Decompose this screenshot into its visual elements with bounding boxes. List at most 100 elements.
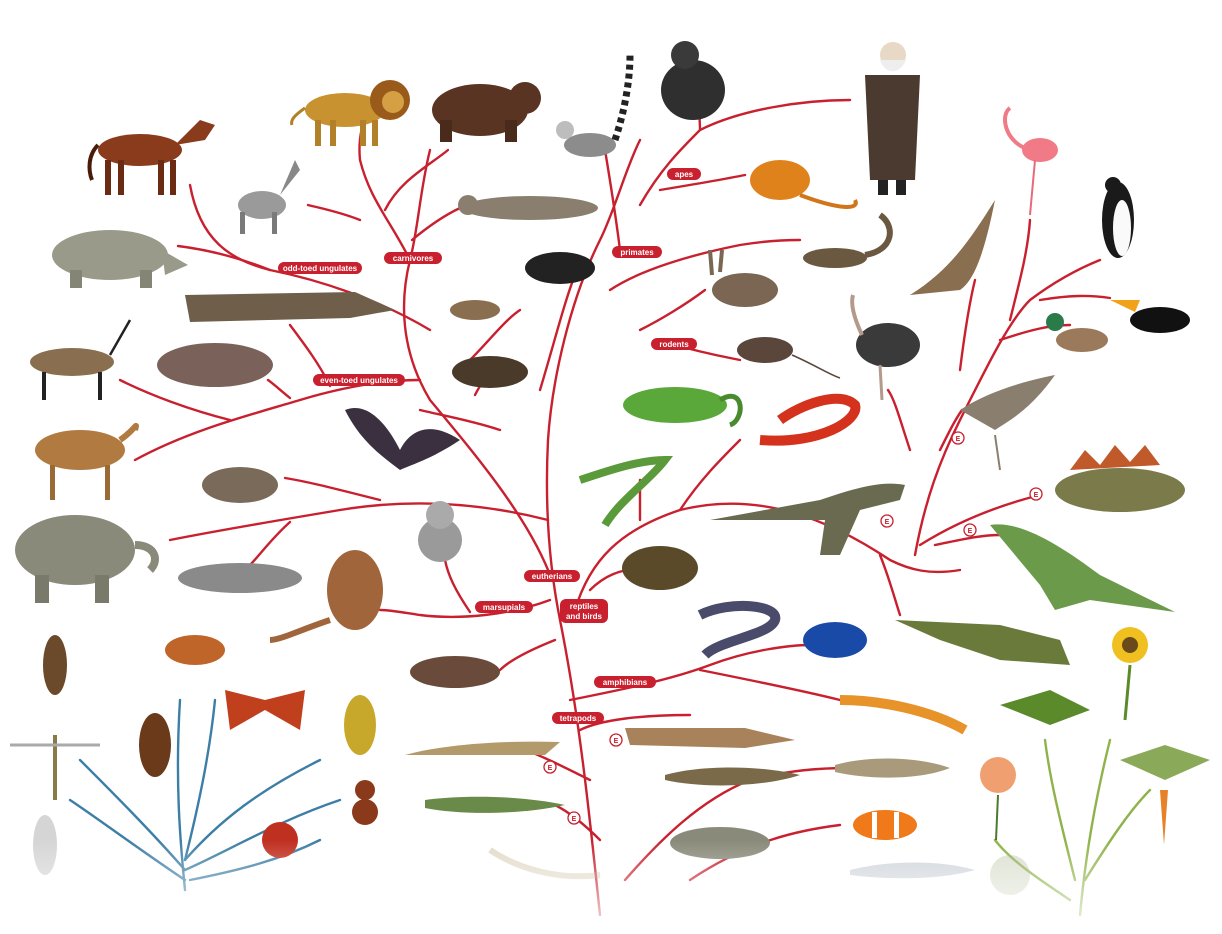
ring-tailed-lemur-illustration xyxy=(556,55,630,157)
label-primates: primates xyxy=(612,246,662,258)
rabbit-branch xyxy=(640,290,705,330)
extinction-marker: E xyxy=(964,524,976,536)
carrot-illustration xyxy=(1160,790,1168,845)
wolf-illustration xyxy=(238,160,300,234)
trout-illustration xyxy=(835,759,950,778)
svg-text:and birds: and birds xyxy=(566,612,603,621)
kangaroo-illustration xyxy=(270,550,383,640)
brown-bear-illustration xyxy=(432,82,541,142)
coral-snake-illustration xyxy=(760,399,855,441)
aardvark-illustration xyxy=(202,467,278,503)
svg-text:odd-toed ungulates: odd-toed ungulates xyxy=(283,264,358,273)
cockroach-illustration xyxy=(139,713,171,777)
butterfly-illustration xyxy=(225,690,305,730)
svg-text:E: E xyxy=(614,738,619,745)
tyrannosaurus-illustration xyxy=(710,484,905,555)
ostrich-illustration xyxy=(852,295,920,400)
fruit-fly-illustration xyxy=(165,635,225,665)
flamingo-illustration xyxy=(1005,108,1058,215)
label-apes: apes xyxy=(667,168,701,180)
pike-fish-illustration xyxy=(425,797,565,813)
organisms xyxy=(10,41,1210,895)
horse-illustration xyxy=(90,120,215,195)
svg-text:E: E xyxy=(548,765,553,772)
seal-illustration xyxy=(458,195,598,220)
hedgehog-illustration xyxy=(452,356,528,388)
rose-illustration xyxy=(980,757,1016,840)
label-eutherians: eutherians xyxy=(524,570,580,582)
lion-illustration xyxy=(292,80,410,146)
tortoise-illustration xyxy=(622,546,698,590)
eagle-illustration xyxy=(910,200,995,295)
svg-text:primates: primates xyxy=(620,248,654,257)
sunflower-illustration xyxy=(1112,627,1148,720)
extinction-marker: E xyxy=(881,515,893,527)
flamingo-branch xyxy=(1010,220,1030,320)
fern-illustration xyxy=(1120,745,1210,780)
svg-text:E: E xyxy=(885,519,890,526)
elephant-illustration xyxy=(15,515,155,603)
iguana-illustration xyxy=(623,387,740,425)
svg-text:E: E xyxy=(956,436,961,443)
primates-branch xyxy=(605,150,620,250)
insect-mid-branch xyxy=(185,700,215,860)
label-marsupials: marsupials xyxy=(475,601,533,613)
svg-text:marsupials: marsupials xyxy=(483,603,526,612)
aardvark-branch xyxy=(285,478,380,500)
lizard-illustration xyxy=(580,460,665,525)
svg-text:reptiles: reptiles xyxy=(570,602,599,611)
platypus-branch xyxy=(500,640,555,670)
toucan-illustration xyxy=(1110,300,1190,333)
label-even-toed-ungulates: even-toed ungulates xyxy=(313,374,405,386)
rat-illustration xyxy=(737,337,840,378)
bat-illustration xyxy=(345,408,460,470)
label-amphibians: amphibians xyxy=(594,676,656,688)
clownfish-illustration xyxy=(853,810,917,840)
rabbit-illustration xyxy=(710,250,778,307)
koala-branch xyxy=(445,560,470,612)
extinction-marker: E xyxy=(1030,488,1042,500)
penguin-illustration xyxy=(1102,177,1134,258)
svg-text:tetrapods: tetrapods xyxy=(560,714,597,723)
platypus-illustration xyxy=(410,656,500,688)
svg-text:E: E xyxy=(572,816,577,823)
stegosaurus-illustration xyxy=(1055,445,1185,512)
extinction-marker: E xyxy=(568,812,580,824)
svg-text:even-toed ungulates: even-toed ungulates xyxy=(320,376,398,385)
camel-illustration xyxy=(35,426,136,500)
svg-text:E: E xyxy=(968,528,973,535)
svg-text:amphibians: amphibians xyxy=(603,678,648,687)
cannabis-illustration xyxy=(1000,690,1090,725)
ostrich-branch xyxy=(888,390,910,450)
shrew-illustration xyxy=(450,300,500,320)
extinction-marker: E xyxy=(610,734,622,746)
crocodile-illustration xyxy=(895,620,1070,665)
manatee-branch xyxy=(250,522,290,565)
label-reptiles-and-birds: reptiles and birds xyxy=(560,599,608,623)
hippo-branch xyxy=(268,380,290,398)
afrotheria-branch xyxy=(170,503,548,540)
extinction-marker: E xyxy=(544,761,556,773)
poison-dart-frog-illustration xyxy=(803,622,867,658)
iguanodon-branch xyxy=(935,535,1000,545)
duck-illustration xyxy=(1046,313,1108,352)
svg-text:apes: apes xyxy=(675,170,694,179)
manatee-illustration xyxy=(178,563,302,593)
large-fish-illustration xyxy=(665,768,800,786)
iguana-snake-branch xyxy=(680,440,740,510)
rhinoceros-illustration xyxy=(52,230,188,288)
bottom-fade-overlay xyxy=(0,840,1222,929)
salamander-branch xyxy=(700,670,840,700)
extinction-marker: E xyxy=(952,432,964,444)
svg-text:carnivores: carnivores xyxy=(393,254,434,263)
label-tetrapods: tetrapods xyxy=(552,712,604,724)
worm-lizard-illustration xyxy=(700,606,775,655)
clade-labels: odd-toed ungulates carnivores primates a… xyxy=(278,168,701,724)
hippopotamus-illustration xyxy=(157,343,273,387)
amphibians-branch xyxy=(570,645,810,700)
charles-darwin-illustration xyxy=(865,42,920,195)
mole-illustration xyxy=(525,252,595,284)
label-odd-toed-ungulates: odd-toed ungulates xyxy=(278,262,362,274)
lungfish-illustration xyxy=(405,742,560,755)
